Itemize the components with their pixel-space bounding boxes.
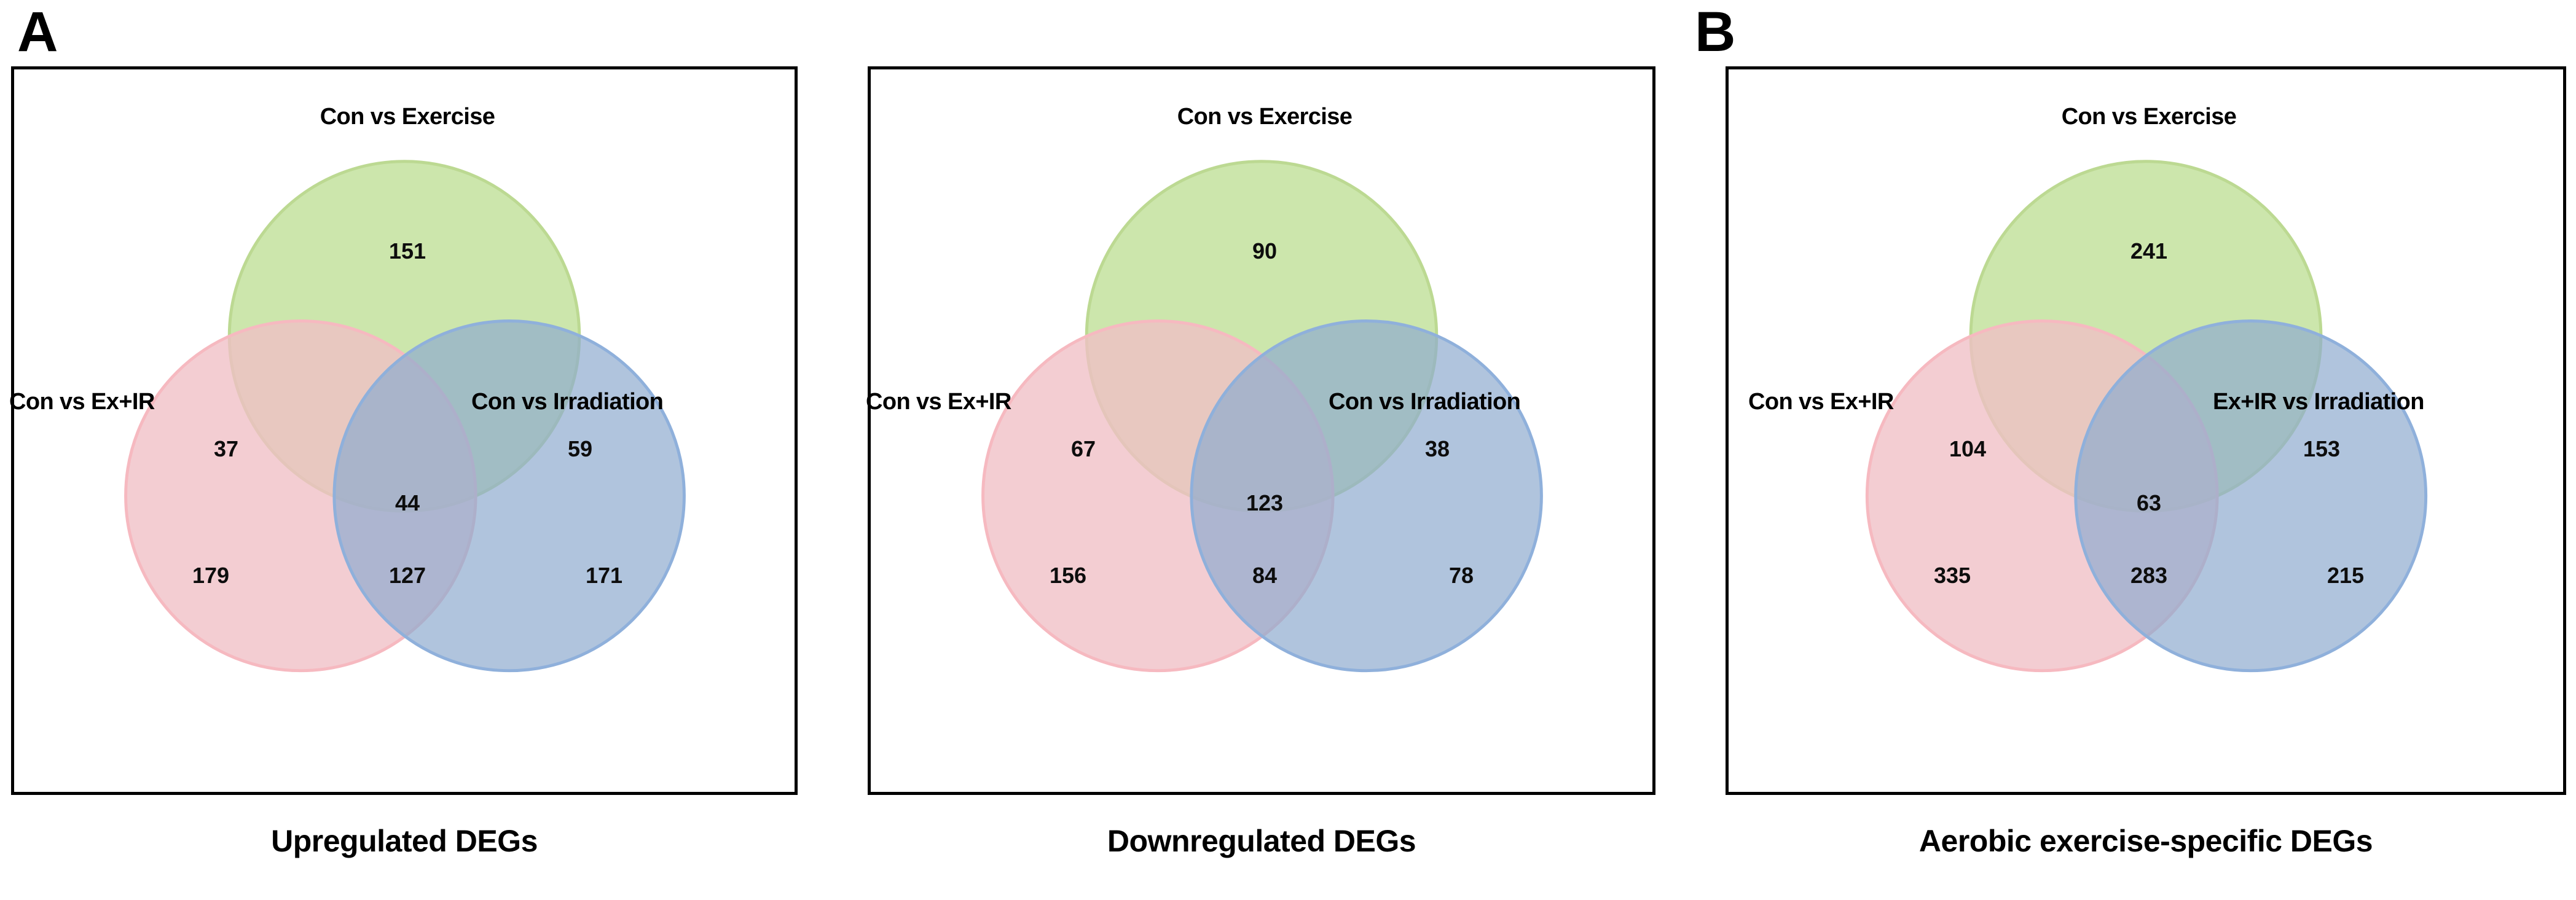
set-label-ex-ir-vs-irradiation: Ex+IR vs Irradiation bbox=[2213, 389, 2424, 415]
venn-count-exercise-ex-ir-vs-irradiation: 153 bbox=[2303, 436, 2341, 461]
panel-letter-b: B bbox=[1695, 1, 1735, 63]
venn-count-exercise-irradiation: 59 bbox=[567, 436, 593, 461]
venn-count-ex-ir-only: 179 bbox=[192, 563, 230, 588]
venn-count-center: 44 bbox=[395, 490, 420, 515]
caption-aerobic-specific: Aerobic exercise-specific DEGs bbox=[1918, 824, 2373, 858]
set-label-exercise: Con vs Exercise bbox=[1177, 104, 1353, 130]
venn-stage-upregulated: Con vs Exercise Con vs Ex+IR Con vs Irra… bbox=[9, 69, 795, 792]
venn-count-ex-ir-only: 156 bbox=[1049, 563, 1087, 588]
venn-count-exercise-ex-ir: 37 bbox=[213, 436, 239, 461]
venn-circle-ex-ir-vs-irradiation bbox=[2074, 319, 2428, 673]
venn-count-irradiation-only: 78 bbox=[1448, 563, 1474, 588]
venn-count-exercise-ex-ir: 104 bbox=[1949, 436, 1987, 461]
venn-count-center: 63 bbox=[2136, 490, 2162, 515]
set-label-exercise: Con vs Exercise bbox=[320, 104, 495, 130]
caption-upregulated: Upregulated DEGs bbox=[271, 824, 538, 858]
venn-count-exercise-ex-ir: 67 bbox=[1070, 436, 1096, 461]
set-label-exercise: Con vs Exercise bbox=[2061, 104, 2237, 130]
venn-count-center: 123 bbox=[1246, 490, 1284, 515]
venn-count-ex-ir-and-ex-ir-vs-irradiation: 283 bbox=[2130, 563, 2168, 588]
venn-circle-irradiation bbox=[332, 319, 686, 673]
set-label-ex-ir: Con vs Ex+IR bbox=[9, 389, 155, 415]
venn-box-upregulated: Con vs Exercise Con vs Ex+IR Con vs Irra… bbox=[9, 66, 798, 795]
venn-count-irradiation-only: 171 bbox=[585, 563, 623, 588]
venn-count-ex-ir-only: 335 bbox=[1933, 563, 1971, 588]
venn-count-exercise-only: 241 bbox=[2130, 238, 2168, 264]
venn-circles-aerobic-specific bbox=[1865, 160, 2428, 673]
set-label-irradiation: Con vs Irradiation bbox=[1329, 389, 1521, 415]
set-label-ex-ir: Con vs Ex+IR bbox=[1748, 389, 1894, 415]
venn-stage-aerobic-specific: Con vs Exercise Con vs Ex+IR Ex+IR vs Ir… bbox=[1729, 69, 2563, 792]
set-label-ex-ir: Con vs Ex+IR bbox=[866, 389, 1011, 415]
venn-count-exercise-irradiation: 38 bbox=[1424, 436, 1450, 461]
venn-box-downregulated: Con vs Exercise Con vs Ex+IR Con vs Irra… bbox=[866, 66, 1655, 795]
venn-count-ex-ir-irradiation: 127 bbox=[388, 563, 426, 588]
venn-count-exercise-only: 90 bbox=[1252, 238, 1278, 264]
set-label-irradiation: Con vs Irradiation bbox=[471, 389, 664, 415]
venn-circles-downregulated bbox=[981, 160, 1543, 673]
venn-box-aerobic-specific: Con vs Exercise Con vs Ex+IR Ex+IR vs Ir… bbox=[1726, 66, 2566, 795]
venn-count-ex-ir-irradiation: 84 bbox=[1252, 563, 1278, 588]
venn-stage-downregulated: Con vs Exercise Con vs Ex+IR Con vs Irra… bbox=[866, 69, 1652, 792]
venn-count-exercise-only: 151 bbox=[388, 238, 426, 264]
caption-downregulated: Downregulated DEGs bbox=[1107, 824, 1416, 858]
venn-circles-upregulated bbox=[124, 160, 686, 673]
venn-circle-irradiation bbox=[1190, 319, 1543, 673]
panel-letter-a: A bbox=[17, 1, 58, 63]
venn-count-ex-ir-vs-irradiation-only: 215 bbox=[2327, 563, 2365, 588]
